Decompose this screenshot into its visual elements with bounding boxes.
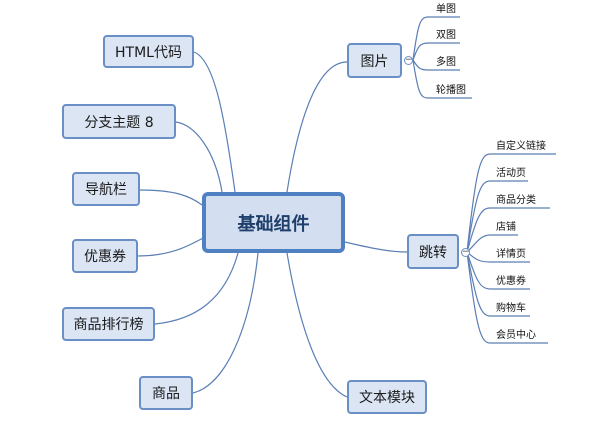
branch-images[interactable]: 图片 bbox=[347, 43, 402, 78]
connector-leaf-coupon bbox=[466, 251, 530, 290]
connector-nav bbox=[139, 189, 203, 206]
leaf-single-image[interactable]: 单图 bbox=[436, 4, 456, 15]
leaf-member-center[interactable]: 会员中心 bbox=[496, 330, 536, 341]
leaf-multi-image[interactable]: 多图 bbox=[436, 57, 456, 68]
connector-images bbox=[286, 61, 348, 193]
leaf-detail-page[interactable]: 详情页 bbox=[496, 249, 526, 260]
branch-html-code[interactable]: HTML代码 bbox=[103, 35, 194, 68]
branch-jump[interactable]: 跳转 bbox=[407, 234, 459, 269]
branch-navigation-bar[interactable]: 导航栏 bbox=[72, 172, 140, 206]
connector-leaf-activity bbox=[466, 180, 528, 253]
branch-goods[interactable]: 商品 bbox=[139, 376, 193, 410]
leaf-product-category[interactable]: 商品分类 bbox=[496, 195, 536, 206]
branch-topic-8[interactable]: 分支主题 8 bbox=[62, 104, 176, 139]
connector-leaf-single bbox=[412, 16, 460, 61]
connector-branch8 bbox=[175, 121, 223, 193]
leaf-shop[interactable]: 店铺 bbox=[496, 222, 516, 233]
connector-leaf-carousel bbox=[412, 59, 472, 99]
leaf-double-image[interactable]: 双图 bbox=[436, 30, 456, 41]
connector-coupon bbox=[137, 236, 206, 257]
leaf-shopping-cart[interactable]: 购物车 bbox=[496, 303, 526, 314]
connector-text bbox=[286, 252, 348, 398]
connector-leaf-double bbox=[412, 42, 460, 61]
connector-leaf-shop bbox=[466, 234, 518, 253]
connector-jump bbox=[344, 241, 408, 253]
leaf-carousel[interactable]: 轮播图 bbox=[436, 85, 466, 96]
connector-ranking bbox=[154, 252, 239, 325]
branch-text-module[interactable]: 文本模块 bbox=[347, 380, 427, 414]
connector-html bbox=[193, 51, 236, 193]
jump-collapse-toggle[interactable]: − bbox=[461, 247, 470, 257]
connector-goods bbox=[192, 252, 259, 394]
leaf-activity-page[interactable]: 活动页 bbox=[496, 168, 526, 179]
connector-leaf-cart bbox=[466, 251, 530, 317]
leaf-custom-link[interactable]: 自定义链接 bbox=[496, 141, 546, 152]
images-collapse-toggle[interactable]: − bbox=[404, 55, 413, 65]
connector-leaf-custom-link bbox=[466, 153, 556, 253]
connector-leaf-category bbox=[466, 207, 550, 253]
connector-leaf-multi bbox=[412, 59, 460, 71]
leaf-coupon[interactable]: 优惠券 bbox=[496, 276, 526, 287]
branch-product-ranking[interactable]: 商品排行榜 bbox=[62, 307, 155, 341]
connector-leaf-member bbox=[466, 251, 548, 344]
central-topic[interactable]: 基础组件 bbox=[202, 192, 345, 253]
branch-coupon[interactable]: 优惠券 bbox=[72, 239, 138, 273]
